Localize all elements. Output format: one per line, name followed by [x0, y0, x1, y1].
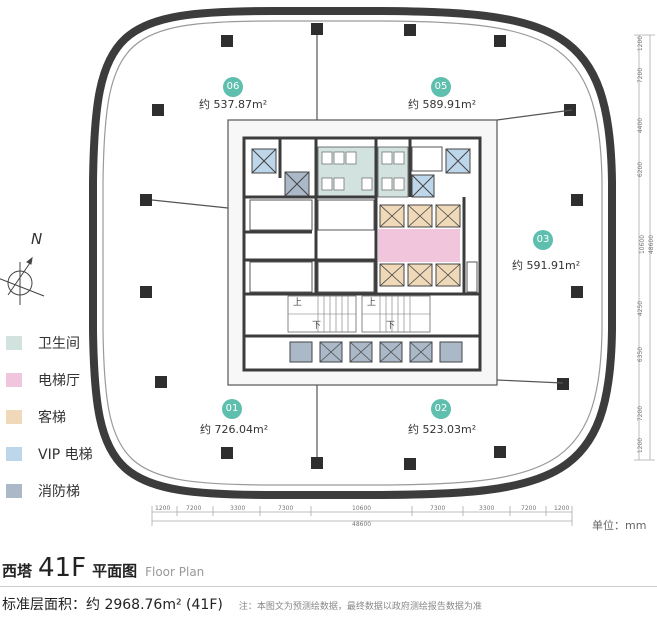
- title-floor: 41F: [38, 553, 87, 583]
- title-prefix: 西塔: [2, 562, 33, 580]
- stair-up-label-right: 上: [367, 298, 377, 308]
- facade-outer: [89, 6, 616, 499]
- legend-label: 消防梯: [38, 484, 80, 500]
- partition-lines: [151, 35, 573, 457]
- dim-right-total: 48600: [648, 234, 656, 255]
- stair-up-label-left: 上: [293, 298, 303, 308]
- zone-02-badge: 02: [431, 399, 451, 419]
- dimension-lines: [151, 34, 655, 526]
- dim-right: 4400: [637, 117, 645, 134]
- compass: [0, 256, 45, 305]
- dim-right: 7200: [637, 67, 645, 84]
- core-walls: [244, 138, 480, 338]
- legend-item-passenger-lift: 客梯: [6, 407, 66, 427]
- unit-label: 单位：mm: [592, 519, 647, 532]
- dim-bottom: 7300: [430, 505, 446, 512]
- dim-bottom: 7300: [278, 505, 294, 512]
- fire-lifts: [284, 171, 310, 197]
- zone-06-badge: 06: [223, 77, 243, 97]
- divider: [0, 586, 657, 587]
- dim-bottom: 3300: [479, 505, 495, 512]
- legend-label: VIP 电梯: [38, 447, 93, 463]
- zone-01-badge: 01: [222, 399, 242, 419]
- dim-right: 6200: [637, 161, 645, 178]
- legend-item-lobby: 电梯厅: [6, 370, 80, 390]
- legend-swatch: [6, 336, 22, 350]
- dim-bottom-total: 48600: [352, 521, 372, 528]
- dim-right: 1200: [637, 437, 645, 454]
- title: 西塔 41F 平面图 Floor Plan: [2, 553, 204, 583]
- zone-03-badge: 03: [533, 230, 553, 250]
- zone-05-badge: 05: [431, 77, 451, 97]
- facade-inner: [102, 20, 603, 486]
- stair-down-label-left: 下: [312, 321, 322, 331]
- stair-down-label-right: 下: [386, 321, 396, 331]
- zone-03-area: 约 591.91m²: [512, 259, 581, 272]
- dim-right: 6350: [637, 346, 645, 363]
- zone-01-area: 约 726.04m²: [200, 423, 269, 436]
- elevator-lobby: [378, 229, 460, 262]
- dim-bottom: 7200: [521, 505, 537, 512]
- dim-right: 1200: [637, 35, 645, 52]
- dim-right: 4250: [637, 300, 645, 317]
- zone-06-area: 约 537.87m²: [199, 98, 268, 111]
- legend-item-vip-lift: VIP 电梯: [6, 444, 93, 464]
- legend-label: 卫生间: [38, 336, 80, 352]
- legend-item-toilet: 卫生间: [6, 333, 80, 353]
- disclaimer-note: 注：本图文为预测绘数据，最终数据以政府测绘报告数据为准: [238, 602, 482, 612]
- vip-lifts: [251, 148, 471, 198]
- title-name: 平面图: [92, 562, 138, 580]
- compass-north-label: N: [31, 230, 43, 248]
- dim-bottom: 7200: [186, 505, 202, 512]
- legend-label: 客梯: [38, 410, 66, 426]
- zone-02-area: 约 523.03m²: [408, 423, 477, 436]
- title-english: Floor Plan: [145, 565, 205, 579]
- legend-swatch: [6, 484, 22, 498]
- dim-right: 7200: [637, 405, 645, 422]
- dim-bottom: 1200: [155, 505, 171, 512]
- standard-floor-area: 标准层面积：约 2968.76m² (41F): [2, 597, 223, 613]
- legend-label: 电梯厅: [38, 373, 80, 389]
- dim-right: 10600: [639, 234, 647, 255]
- zone-05-area: 约 589.91m²: [408, 98, 477, 111]
- legend-swatch: [6, 410, 22, 424]
- area-line: 标准层面积：约 2968.76m² (41F) 注：本图文为预测绘数据，最终数据…: [2, 594, 482, 614]
- dim-bottom: 1200: [554, 505, 570, 512]
- service-rooms: [249, 146, 478, 293]
- legend-swatch: [6, 447, 22, 461]
- legend-item-fire-lift: 消防梯: [6, 481, 80, 501]
- dim-bottom: 3300: [230, 505, 246, 512]
- columns: [140, 23, 583, 470]
- legend-swatch: [6, 373, 22, 387]
- dim-bottom: 10600: [352, 505, 372, 512]
